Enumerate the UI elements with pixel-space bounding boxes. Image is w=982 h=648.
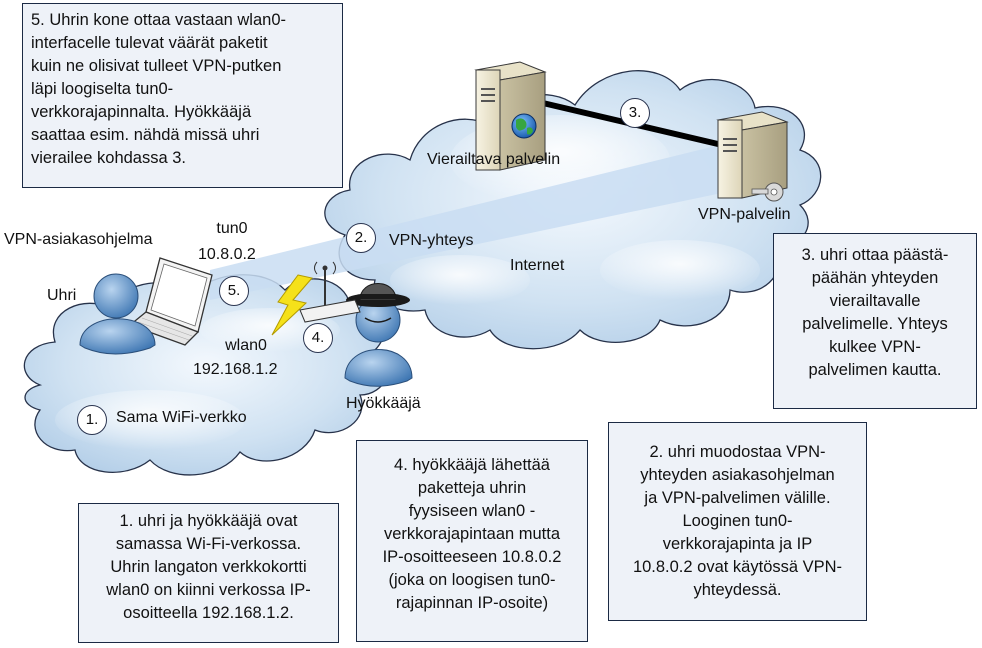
victim-label: Uhri [47,287,77,304]
note-line: samassa Wi-Fi-verkossa. [115,535,302,553]
note-line: fyysiseen wlan0 - [408,502,536,520]
note-line: päähän yhteyden [811,269,939,287]
note-line: (joka on loogisen tun0- [388,571,556,589]
note-line: paketteja uhrin [417,479,527,497]
note-box-3: 3. uhri ottaa päästä- päähän yhteyden vi… [773,233,977,409]
marker-5: 5. [219,276,249,306]
note-line: Looginen tun0- [682,512,793,530]
note-box-5: 5. Uhrin kone ottaa vastaan wlan0- inter… [22,3,343,188]
note-line: verkkorajapinta ja IP [662,535,813,553]
vpn-server-icon [716,111,789,199]
vpn-tunnel [210,140,760,300]
wlan0-label: wlan0 [225,337,267,354]
note-line: yhteydessä. [693,581,782,599]
note-line: osoitteella 192.168.1.2. [123,604,294,622]
marker-2: 2. [346,223,376,253]
vpn-server-label: VPN-palvelin [698,206,791,223]
note-line: vierailtavalle [829,292,921,310]
note-line: 1. uhri ja hyökkääjä ovat [119,512,298,530]
attacker-person-icon [344,283,413,387]
note-line: ja VPN-palvelimen välille. [644,489,831,507]
visited-server-icon [474,61,547,171]
note-line: verkkorajapintaan mutta [383,525,561,543]
vpn-client-label: VPN-asiakasohjelma [4,231,153,248]
lightning-icon [271,274,313,336]
note-line: saattaa esim. nähdä missä uhri [31,126,260,144]
note-line: wlan0 on kiinni verkossa IP- [106,581,311,599]
note-line: yhteyden asiakasohjelman [640,466,835,484]
router-icon [299,261,361,323]
note-line: 10.8.0.2 ovat käytössä VPN- [632,558,843,576]
note-box-1: 1. uhri ja hyökkääjä ovat samassa Wi-Fi-… [78,503,339,643]
note-line: Uhrin langaton verkkokortti [110,558,307,576]
note-line: kuin ne olisivat tulleet VPN-putken [31,57,282,75]
note-line: interfacelle tulevat väärät paketit [31,34,268,52]
visited-server-label: Vierailtava palvelin [427,151,561,168]
laptop-icon [128,257,213,346]
note-line: läpi loogiselta tun0- [31,80,174,98]
note-line: vierailee kohdassa 3. [31,149,187,167]
marker-3: 3. [620,98,650,128]
victim-person-icon [79,273,156,355]
note-line: palvelimen kautta. [808,361,942,379]
note-box-2: 2. uhri muodostaa VPN- yhteyden asiakaso… [608,422,867,621]
note-line: 4. hyökkääjä lähettää [394,456,550,474]
note-line: 3. uhri ottaa päästä- [801,246,949,264]
note-box-4: 4. hyökkääjä lähettää paketteja uhrin fy… [356,440,588,642]
tun0-ip-label: 10.8.0.2 [198,246,256,263]
wlan0-ip-label: 192.168.1.2 [193,361,278,378]
attacker-label: Hyökkääjä [346,395,421,412]
key-icon [751,182,784,202]
note-line: verkkorajapinnalta. Hyökkääjä [31,103,252,121]
note-line: rajapinnan IP-osoite) [395,594,549,612]
tun0-label: tun0 [216,220,248,237]
note-line: 2. uhri muodostaa VPN- [649,443,826,461]
marker-4: 4. [303,323,333,353]
note-line: palvelimelle. Yhteys [802,315,948,333]
note-line: IP-osoitteeseen 10.8.0.2 [382,548,562,566]
note-line: kulkee VPN- [829,338,921,356]
same-wifi-label: Sama WiFi-verkko [116,409,247,426]
vpn-connection-label: VPN-yhteys [389,232,474,249]
note-line: 5. Uhrin kone ottaa vastaan wlan0- [31,11,286,29]
internet-label: Internet [510,257,565,274]
marker-1: 1. [77,405,107,435]
